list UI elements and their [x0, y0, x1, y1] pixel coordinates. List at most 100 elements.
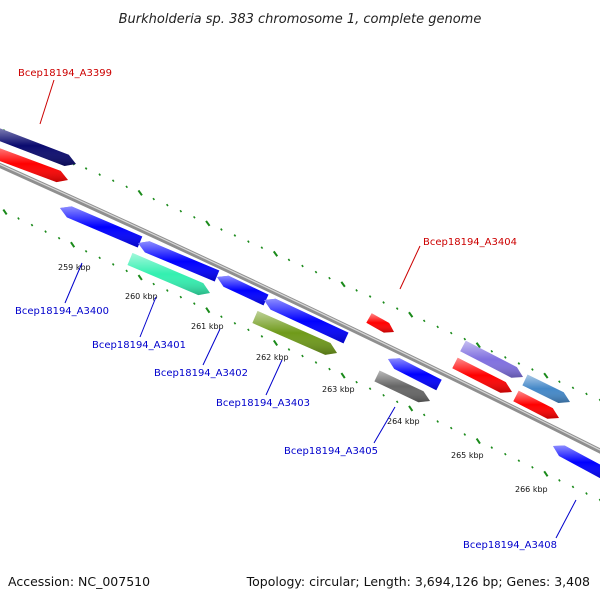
gene-label-a3402[interactable]: Bcep18194_A3402	[154, 368, 248, 379]
chromosome-backbone	[0, 162, 600, 454]
feature-lavender[interactable]	[460, 340, 523, 378]
feature-red-3[interactable]	[513, 390, 559, 419]
inner-tick-ring	[2, 208, 600, 502]
minor-tick	[30, 223, 34, 227]
map-title: Burkholderia sp. 383 chromosome 1, compl…	[119, 12, 482, 27]
feature-shading	[138, 241, 220, 282]
minor-tick	[598, 398, 600, 402]
feature-blue-3[interactable]	[264, 298, 349, 344]
gene-label-a3408[interactable]: Bcep18194_A3408	[463, 540, 557, 551]
minor-tick	[247, 328, 250, 332]
feature-shading	[0, 128, 76, 166]
feature-blue-4[interactable]	[388, 358, 442, 391]
feature-shading	[388, 358, 442, 391]
minor-tick	[84, 167, 88, 170]
minor-tick	[111, 179, 115, 183]
gene-label-a3399[interactable]: Bcep18194_A3399	[18, 68, 112, 79]
minor-tick	[571, 485, 575, 489]
feature-a3402[interactable]	[217, 275, 269, 306]
major-tick	[340, 372, 346, 379]
feature-shading	[513, 390, 559, 419]
major-tick	[272, 339, 279, 346]
gene-label-a3403[interactable]: Bcep18194_A3403	[216, 398, 310, 409]
minor-tick	[57, 236, 61, 240]
feature-shading	[374, 370, 430, 403]
minor-tick	[314, 270, 318, 274]
minor-tick	[531, 465, 534, 469]
feature-shading	[452, 357, 512, 393]
label-leaders	[39, 79, 577, 539]
feature-a3408[interactable]	[553, 445, 600, 480]
minor-tick	[233, 234, 237, 237]
minor-tick	[517, 459, 521, 463]
minor-tick	[571, 386, 575, 390]
tick-label: 265 kbp	[451, 451, 484, 460]
feature-shading	[553, 445, 600, 479]
feature-steel[interactable]	[522, 374, 570, 403]
minor-tick	[220, 315, 223, 319]
leader-line	[555, 499, 577, 539]
gene-label-a3400[interactable]: Bcep18194_A3400	[15, 306, 109, 317]
feature-a3404[interactable]	[366, 313, 394, 333]
tick-label: 262 kbp	[256, 353, 289, 362]
minor-tick	[463, 433, 467, 436]
minor-tick	[368, 295, 372, 298]
minor-tick	[585, 492, 588, 495]
accession-text: Accession: NC_007510	[8, 574, 150, 589]
tick-label: 261 kbp	[191, 322, 224, 331]
minor-tick	[233, 321, 237, 325]
gene-label-a3401[interactable]: Bcep18194_A3401	[92, 340, 186, 351]
feature-red-1[interactable]	[0, 145, 68, 183]
minor-tick	[531, 368, 534, 371]
feature-shading	[217, 275, 269, 306]
minor-tick	[490, 446, 494, 449]
feature-a3403[interactable]	[252, 311, 337, 355]
minor-tick	[247, 240, 250, 243]
feature-shading	[264, 298, 349, 344]
major-tick	[475, 438, 481, 445]
leader-line	[265, 359, 283, 396]
feature-a3405[interactable]	[374, 370, 430, 403]
feature-shading	[127, 253, 210, 296]
major-tick	[340, 281, 346, 288]
minor-tick	[504, 356, 507, 359]
minor-tick	[558, 380, 561, 384]
minor-tick	[84, 249, 88, 253]
major-tick	[408, 311, 414, 318]
minor-tick	[125, 185, 128, 189]
major-tick	[272, 250, 279, 257]
leader-line	[399, 245, 421, 290]
feature-shading	[522, 374, 570, 403]
minor-tick	[220, 228, 223, 231]
feature-shading	[0, 148, 68, 183]
minor-tick	[17, 217, 20, 220]
minor-tick	[260, 335, 264, 338]
minor-tick	[558, 479, 561, 482]
leader-line	[202, 328, 221, 366]
major-tick	[205, 307, 211, 314]
feature-red-2[interactable]	[452, 357, 512, 393]
gene-label-a3405[interactable]: Bcep18194_A3405	[284, 446, 378, 457]
minor-tick	[395, 400, 399, 404]
minor-tick	[193, 302, 196, 305]
minor-tick	[463, 337, 467, 341]
minor-tick	[260, 246, 264, 250]
feature-a3400[interactable]	[60, 206, 143, 248]
tick-label: 259 kbp	[58, 263, 91, 272]
minor-tick	[328, 367, 331, 371]
minor-tick	[395, 307, 399, 310]
minor-tick	[422, 319, 426, 323]
gene-features	[0, 125, 600, 480]
major-tick	[2, 208, 8, 216]
summary-text: Topology: circular; Length: 3,694,126 bp…	[246, 574, 590, 589]
gene-label-a3404[interactable]: Bcep18194_A3404	[423, 237, 517, 248]
minor-tick	[44, 230, 47, 233]
major-tick	[137, 274, 143, 281]
leader-line	[373, 406, 396, 444]
feature-a3401[interactable]	[127, 253, 211, 296]
feature-blue-2[interactable]	[138, 241, 220, 282]
feature-a3399[interactable]	[0, 125, 76, 166]
minor-tick	[368, 387, 372, 391]
minor-tick	[179, 295, 183, 299]
minor-tick	[314, 361, 318, 364]
